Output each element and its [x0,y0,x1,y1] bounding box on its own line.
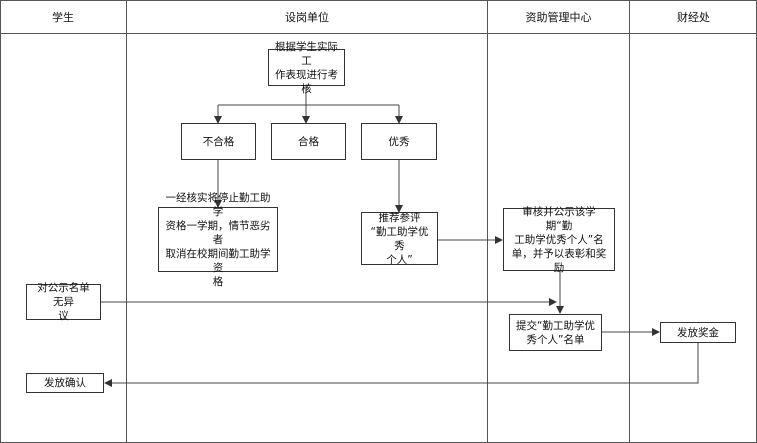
node-review-publicize: 审核并公示该学期“勤 工助学优秀个人”名 单，并予以表彰和奖励 [503,206,615,274]
node-confirm: 发放确认 [26,373,104,393]
node-stop-qualification: 一经核实将停止勤工助学 资格一学期，情节恶劣者 取消在校期间勤工助学资 格 [158,192,278,288]
node-fail: 不合格 [181,123,256,160]
node-recommend: 推荐参评 “勤工助学优秀 个人” [361,212,438,266]
node-excellent: 优秀 [361,123,437,160]
node-issue-award: 发放奖金 [660,322,736,343]
lane-header-finance: 财经处 [677,10,710,24]
node-submit-list: 提交“勤工助学优 秀个人”名单 [509,314,602,351]
lane-header-unit: 设岗单位 [285,10,329,24]
lane-header-student: 学生 [52,10,74,24]
lane-header-center: 资助管理中心 [525,10,592,24]
node-no-objection: 对公示名单无异 议 [26,282,101,322]
node-pass: 合格 [271,123,346,160]
arrow-award-to-confirm [104,343,699,387]
node-evaluate: 根据学生实际工 作表现进行考核 [268,41,345,95]
